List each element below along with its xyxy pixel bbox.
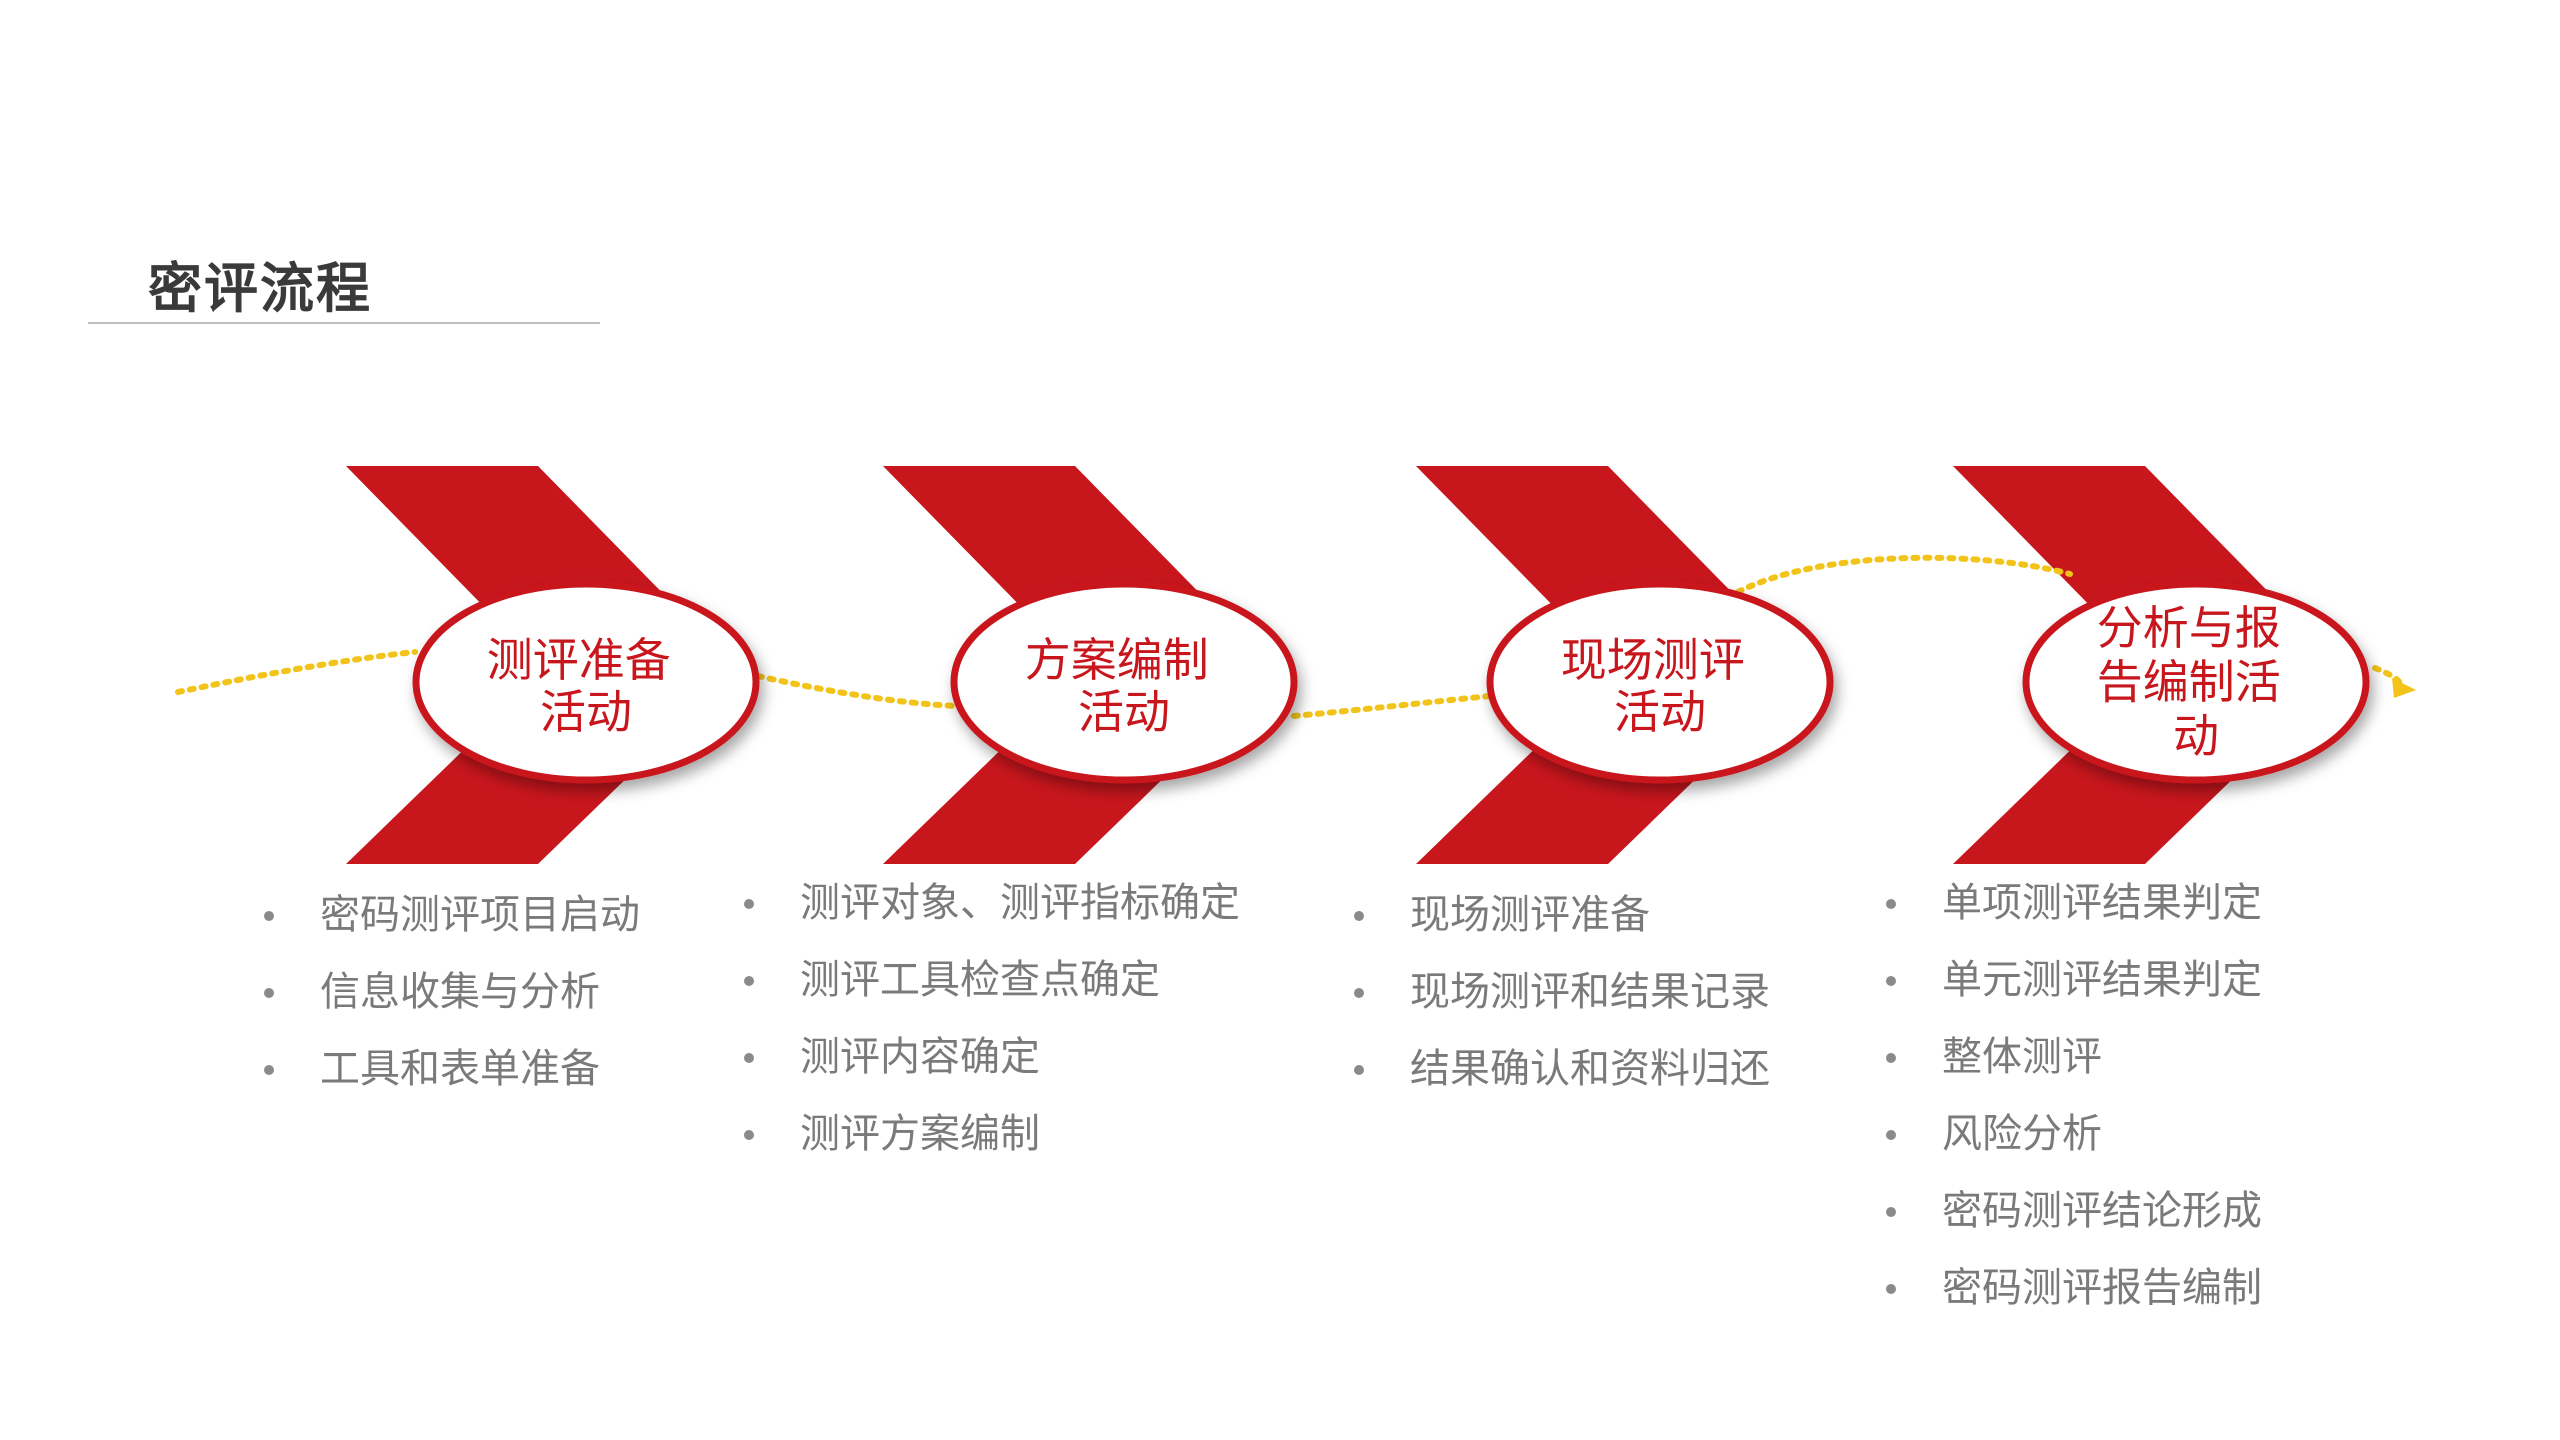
page-title: 密评流程 [148,257,372,320]
list-item: 密码测评项目启动 [254,886,640,963]
title-divider [88,322,600,324]
list-item: 测评工具检查点确定 [734,951,1240,1028]
list-item-text: 现场测评准备 [1410,892,1650,938]
stage-3-label-line-1: 现场测评 [1561,633,1745,687]
list-item: 现场测评准备 [1344,886,1770,963]
list-item: 现场测评和结果记录 [1344,963,1770,1040]
list-item-text: 单元测评结果判定 [1942,957,2262,1003]
stage-4-label-line-3: 动 [2173,709,2219,763]
list-item: 信息收集与分析 [254,963,640,1040]
bullet-dot-icon [264,911,274,921]
list-item: 密码测评报告编制 [1876,1259,2262,1336]
bullet-dot-icon [1354,911,1364,921]
list-item-text: 信息收集与分析 [320,969,600,1015]
list-item-text: 现场测评和结果记录 [1410,969,1770,1015]
stage-1-label-line-1: 测评准备 [487,633,671,687]
stage-3-label-line-2: 活动 [1614,685,1706,739]
list-item-text: 风险分析 [1942,1111,2102,1157]
stage-1-oval [412,580,760,784]
list-item-text: 密码测评报告编制 [1942,1265,2262,1311]
list-item-text: 整体测评 [1942,1034,2102,1080]
stage-2-item-list: 测评对象、测评指标确定 测评工具检查点确定 测评内容确定 测评方案编制 [734,874,1240,1182]
list-item: 测评对象、测评指标确定 [734,874,1240,951]
list-item-text: 结果确认和资料归还 [1410,1046,1770,1092]
timeline-arrow-head [2392,678,2416,698]
stage-4-label-line-2: 告编制活 [2097,655,2281,709]
bullet-dot-icon [1886,1053,1896,1063]
list-item-text: 单项测评结果判定 [1942,880,2262,926]
stage-3-oval [1486,580,1834,784]
stage-2-label-line-2: 活动 [1078,685,1170,739]
bullet-dot-icon [1886,1284,1896,1294]
stage-4-item-list: 单项测评结果判定 单元测评结果判定 整体测评 风险分析 密码测评结论形成 密码测… [1876,874,2262,1336]
bullet-dot-icon [744,899,754,909]
stage-4-label: 分析与报 告编制活 动 [2097,601,2296,763]
list-item-text: 密码测评结论形成 [1942,1188,2262,1234]
bullet-dot-icon [1354,988,1364,998]
stage-1-label: 测评准备 活动 [487,633,686,739]
bullet-dot-icon [744,976,754,986]
bullet-dot-icon [1886,1130,1896,1140]
list-item-text: 测评对象、测评指标确定 [800,880,1240,926]
list-item: 结果确认和资料归还 [1344,1040,1770,1117]
bullet-dot-icon [1886,899,1896,909]
stage-4-oval [2022,580,2370,784]
stage-1-item-list: 密码测评项目启动 信息收集与分析 工具和表单准备 [254,886,640,1117]
stage-3-item-list: 现场测评准备 现场测评和结果记录 结果确认和资料归还 [1344,886,1770,1117]
list-item: 单项测评结果判定 [1876,874,2262,951]
stage-3-label: 现场测评 活动 [1561,633,1760,739]
bullet-dot-icon [1354,1065,1364,1075]
list-item-text: 工具和表单准备 [320,1046,600,1092]
list-item: 测评内容确定 [734,1028,1240,1105]
list-item: 整体测评 [1876,1028,2262,1105]
list-item-text: 密码测评项目启动 [320,892,640,938]
list-item-text: 测评工具检查点确定 [800,957,1160,1003]
list-item-text: 测评内容确定 [800,1034,1040,1080]
stage-2-oval [950,580,1298,784]
bullet-dot-icon [744,1053,754,1063]
list-item: 工具和表单准备 [254,1040,640,1117]
stage-1-label-line-2: 活动 [540,685,632,739]
timeline-dotted-line [175,554,2403,719]
list-item: 测评方案编制 [734,1105,1240,1182]
stage-4-label-line-1: 分析与报 [2097,601,2281,655]
bullet-dot-icon [264,1065,274,1075]
bullet-dot-icon [1886,1207,1896,1217]
bullet-dot-icon [264,988,274,998]
list-item: 密码测评结论形成 [1876,1182,2262,1259]
stage-2-label-line-1: 方案编制 [1025,633,1209,687]
bullet-dot-icon [1886,976,1896,986]
list-item-text: 测评方案编制 [800,1111,1040,1157]
bullet-dot-icon [744,1130,754,1140]
list-item: 风险分析 [1876,1105,2262,1182]
list-item: 单元测评结果判定 [1876,951,2262,1028]
stage-2-label: 方案编制 活动 [1025,633,1224,739]
